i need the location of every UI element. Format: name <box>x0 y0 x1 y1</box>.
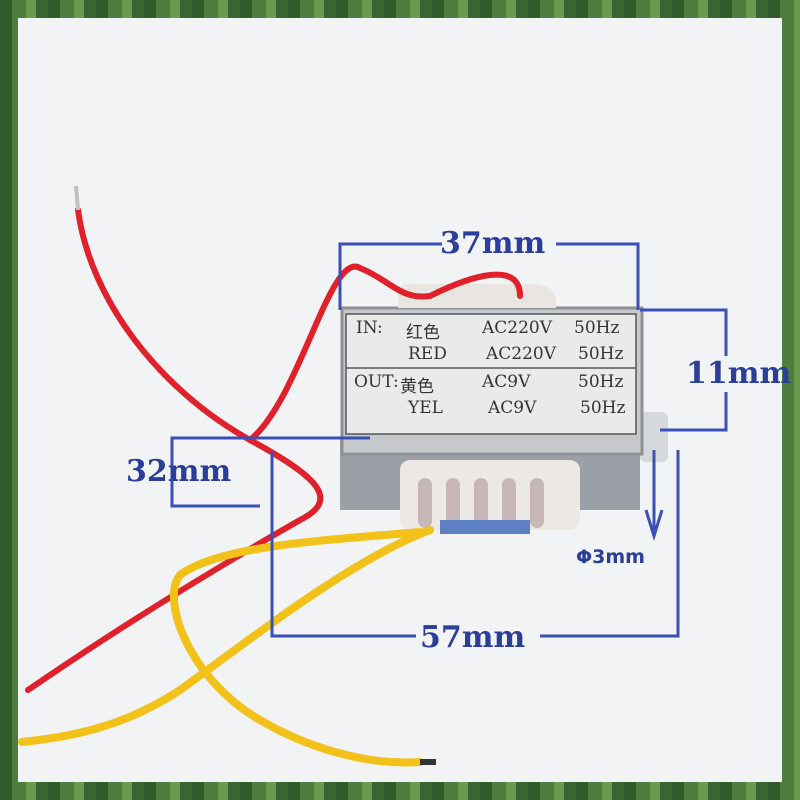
plate-in-prefix: IN: <box>356 318 383 338</box>
dimension-lines <box>170 242 728 638</box>
red-wire <box>25 207 324 693</box>
plate-in-freq: 50Hz <box>574 318 620 338</box>
plate-out-color-en: YEL <box>408 398 443 418</box>
plate-out-voltage: AC9V <box>482 372 531 392</box>
dimension-depth-label: 32mm <box>126 454 232 489</box>
plate-out-prefix: OUT: <box>354 372 399 392</box>
winding-tape <box>440 520 530 534</box>
plate-out-color-cn: 黄色 <box>400 377 434 397</box>
dimension-length-label: 57mm <box>420 620 526 655</box>
mounting-tab <box>640 412 668 462</box>
red-wire-2 <box>247 263 523 443</box>
plate-in-color-cn: 红色 <box>406 323 440 343</box>
plate-out-freq-2: 50Hz <box>580 398 626 418</box>
label-plate-box <box>345 313 637 435</box>
plate-in-freq-2: 50Hz <box>578 344 624 364</box>
yellow-wire <box>169 528 424 767</box>
plate-in-voltage-2: AC220V <box>486 344 557 364</box>
dimension-height-label: 11mm <box>686 356 792 391</box>
plate-in-voltage: AC220V <box>482 318 553 338</box>
plate-in-color-en: RED <box>408 344 447 364</box>
dimension-width-label: 37mm <box>440 226 546 261</box>
yellow-wire-2 <box>18 526 434 746</box>
dimension-hole-label: Φ3mm <box>576 546 645 568</box>
plate-out-voltage-2: AC9V <box>488 398 537 418</box>
plate-out-freq: 50Hz <box>578 372 624 392</box>
